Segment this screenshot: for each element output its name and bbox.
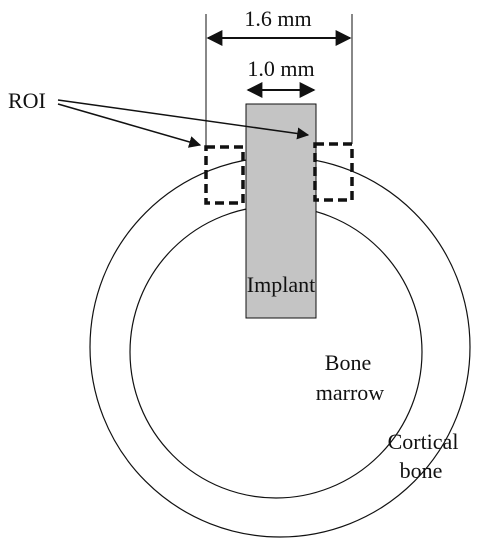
implant-rect [245, 103, 317, 319]
roi-box-right [313, 142, 354, 202]
roi-pointer-left [57, 103, 202, 148]
roi-box-left [204, 145, 245, 205]
roi-pointer-right [57, 99, 310, 140]
bone-marrow-label-line2: marrow [316, 380, 385, 405]
inner-width-label: 1.0 mm [247, 56, 314, 81]
bone-marrow-label-line1: Bone [325, 350, 371, 375]
outer-width-label: 1.6 mm [244, 6, 311, 31]
cortical-bone-label-line1: Cortical [388, 429, 459, 454]
cortical-bone-label-line2: bone [400, 458, 443, 483]
implant-label: Implant [247, 272, 315, 297]
roi-label: ROI [8, 88, 46, 113]
